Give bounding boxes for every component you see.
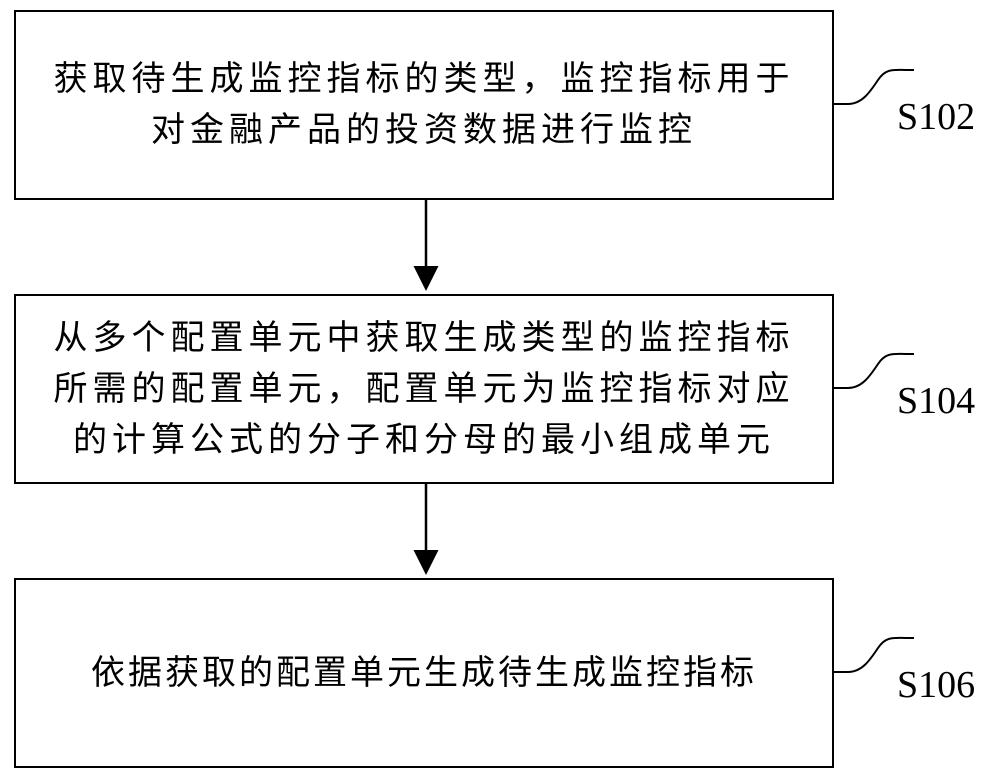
- step-text-line: 获取待生成监控指标的类型，监控指标用于: [53, 59, 795, 99]
- leader-line-s106: [834, 636, 914, 673]
- step-text-line: 对金融产品的投资数据进行监控: [151, 110, 697, 150]
- step-text-s102: 获取待生成监控指标的类型，监控指标用于 对金融产品的投资数据进行监控: [16, 54, 832, 156]
- step-text-s104: 从多个配置单元中获取生成类型的监控指标 所需的配置单元，配置单元为监控指标对应 …: [16, 313, 832, 466]
- leader-line-s102: [834, 68, 914, 105]
- step-box-s104: 从多个配置单元中获取生成类型的监控指标 所需的配置单元，配置单元为监控指标对应 …: [14, 294, 834, 484]
- step-box-s102: 获取待生成监控指标的类型，监控指标用于 对金融产品的投资数据进行监控: [14, 10, 834, 200]
- step-label-s104: S104: [897, 380, 976, 422]
- step-text-line: 依据获取的配置单元生成待生成监控指标: [91, 652, 757, 693]
- step-text-line: 的计算公式的分子和分母的最小组成单元: [73, 419, 775, 460]
- step-text-s106: 依据获取的配置单元生成待生成监控指标: [16, 648, 832, 699]
- step-text-line: 所需的配置单元，配置单元为监控指标对应: [53, 368, 795, 409]
- leader-line-s104: [834, 352, 914, 389]
- step-text-line: 从多个配置单元中获取生成类型的监控指标: [53, 317, 795, 358]
- step-label-s102: S102: [897, 96, 976, 138]
- step-label-s106: S106: [897, 664, 976, 706]
- step-box-s106: 依据获取的配置单元生成待生成监控指标: [14, 578, 834, 768]
